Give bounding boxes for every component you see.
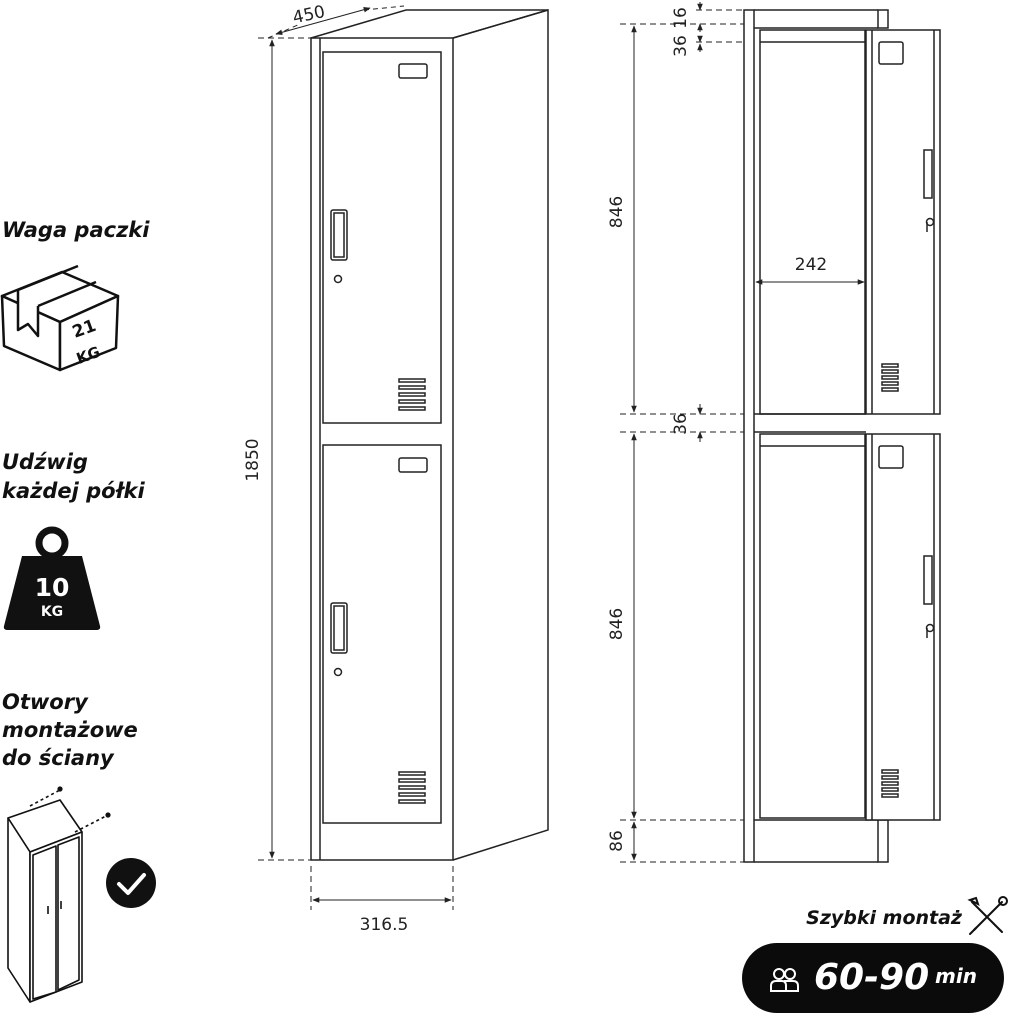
people-icon — [770, 968, 799, 992]
checkmark-circle-icon — [106, 858, 156, 908]
top-door — [322, 51, 442, 424]
bottom-door — [322, 444, 442, 824]
depth-dimension: 450 — [291, 2, 327, 28]
wall-holes-title-line1: Otwory — [2, 690, 88, 714]
upper-open-door — [865, 29, 941, 415]
tools-icon — [967, 896, 1008, 935]
wall-holes-title-line2: montażowe — [2, 718, 138, 742]
base-dimension: 86 — [607, 830, 627, 852]
lower-open-door — [865, 433, 941, 821]
assembly-time-value: 60-90 — [814, 957, 930, 998]
shelf-load-title-line2: każdej półki — [2, 479, 145, 503]
wall-mount-cabinet-icon — [7, 786, 111, 1003]
front-cabinet — [310, 8, 549, 861]
assembly-time-badge: 60-90 min — [742, 943, 1004, 1013]
compartment-bottom-dimension: 846 — [607, 608, 627, 640]
side-cabinet — [743, 9, 941, 863]
width-dimension: 316.5 — [360, 915, 409, 935]
shelf-load-unit: KG — [41, 604, 63, 620]
shelf-load-title-line1: Udźwig — [2, 450, 88, 474]
assembly-time-unit: min — [935, 964, 977, 988]
package-box-icon — [0, 264, 120, 372]
weight-icon — [3, 526, 101, 630]
assembly-label: Szybki montaż — [806, 907, 963, 929]
inner-width-dimension: 242 — [795, 255, 827, 275]
height-dimension: 1850 — [243, 438, 263, 481]
compartment-top-dimension: 846 — [607, 196, 627, 228]
top-gap-1-dimension: 16 — [671, 7, 691, 29]
package-weight-title: Waga paczki — [2, 218, 150, 242]
wall-holes-title-line3: do ściany — [2, 746, 114, 770]
top-gap-2-dimension: 36 — [671, 35, 691, 57]
shelf-load-value: 10 — [35, 573, 70, 602]
shelf-dimension: 36 — [671, 413, 691, 435]
